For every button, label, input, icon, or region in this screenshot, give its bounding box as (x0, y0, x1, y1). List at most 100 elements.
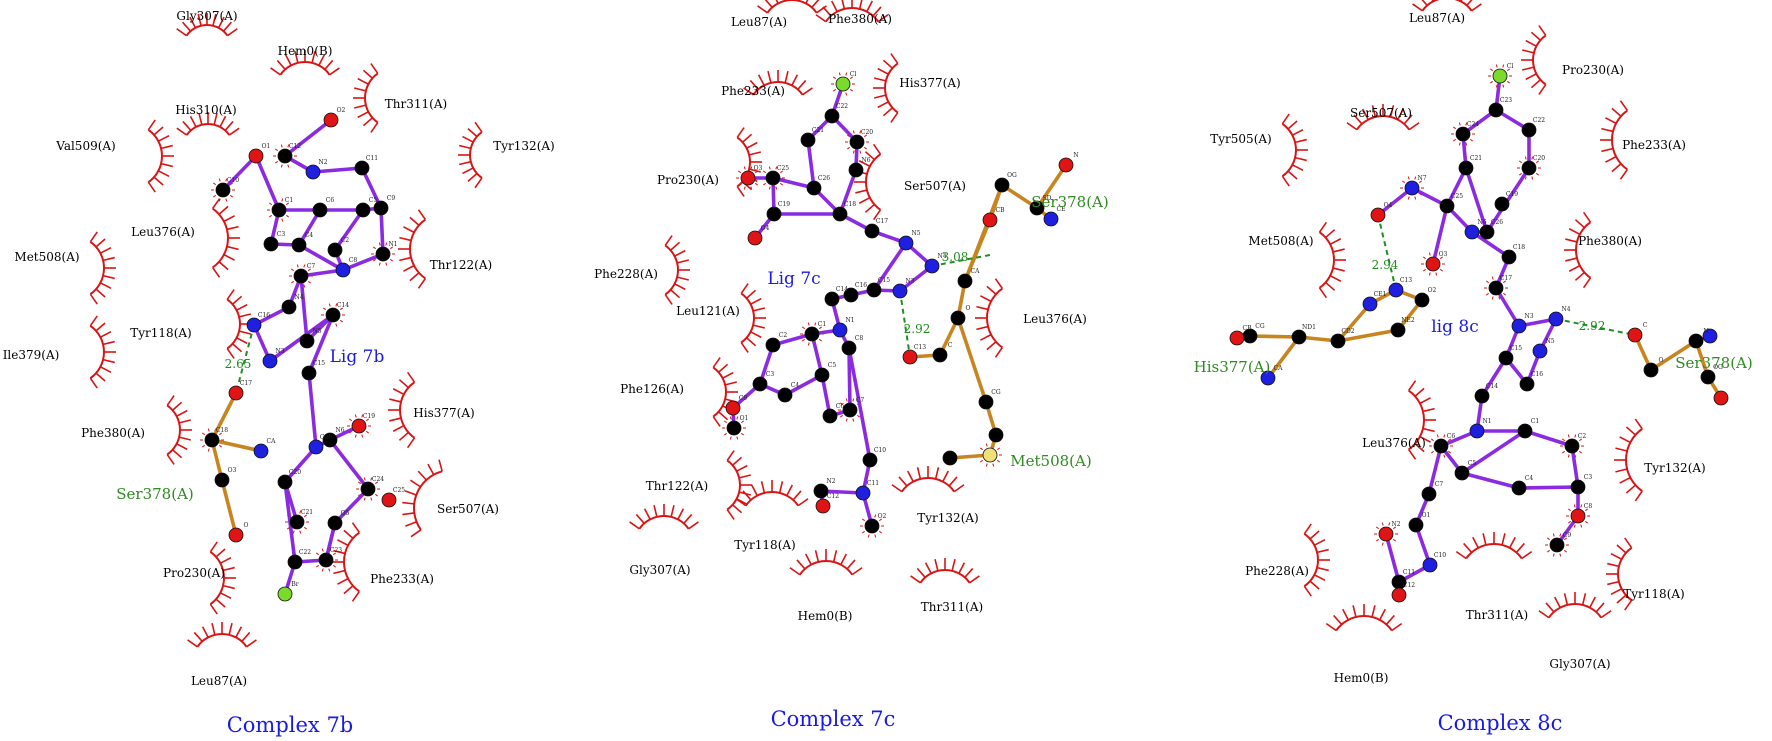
hydrophobic-arc-spoke (276, 59, 286, 70)
lig7c-atom-oxygen (902, 349, 918, 365)
contact-burst-spoke (280, 164, 283, 168)
hydrophobic-arc-spoke (670, 505, 675, 518)
atom-label: C5 (1468, 460, 1477, 467)
lig8c-bond (1517, 485, 1580, 490)
contact-burst-spoke (996, 447, 1001, 451)
contact-burst-7b (347, 414, 371, 438)
atom-label: C4 (305, 232, 314, 239)
contact-burst-spoke (1392, 526, 1397, 530)
hydrophobic-arc-spoke (176, 443, 188, 451)
contact-burst-spoke (292, 530, 295, 534)
hydrophobic-arc-spoke (351, 522, 361, 533)
contact-burst-spoke (1443, 454, 1446, 458)
hydrophobic-arc-spoke (227, 28, 238, 37)
hbond-distance-8c-1: 2.94 (1372, 258, 1399, 272)
contact-burst-spoke (357, 481, 362, 485)
contact-burst-spoke (736, 436, 739, 440)
hydrophobic-arc-spoke (333, 549, 346, 555)
atom-label: ND1 (1302, 324, 1316, 331)
hydrophobic-arc-spoke (1600, 610, 1612, 619)
hydrophobic-arc-spoke (1303, 523, 1312, 535)
contact-burst-spoke (1447, 450, 1452, 454)
contact-burst-spoke (372, 258, 377, 262)
contact-burst-spoke (845, 72, 848, 76)
hydrophobic-arc-spoke (683, 513, 693, 524)
residue-label-thr311-a-7c: Thr311(A) (921, 600, 983, 614)
contact-burst-7c (722, 416, 746, 440)
contact-burst-spoke (863, 134, 868, 138)
hbond-residue-ser378-a-8c: Ser378(A) (1675, 354, 1753, 372)
contact-burst-spoke (212, 194, 217, 198)
hydrophobic-arc-spoke (89, 293, 98, 305)
atom-label: C8 (855, 335, 864, 342)
hydrophobic-arc-spoke (1303, 585, 1312, 597)
hydrophobic-arc-7b (226, 289, 252, 359)
hydrophobic-arc-spoke (1407, 449, 1417, 460)
contact-burst-spoke (1531, 156, 1534, 160)
contact-burst-spoke (832, 88, 837, 92)
hydrophobic-arc-spoke (392, 388, 405, 396)
hydrophobic-arc-spoke (1460, 0, 1463, 2)
contact-burst-spoke (1561, 450, 1566, 454)
hydrophobic-arc-7b (176, 13, 238, 37)
lig8c-atom-carbon (1501, 249, 1517, 265)
hydrophobic-arc-spoke (1397, 108, 1405, 120)
hydrophobic-arc-spoke (223, 215, 235, 223)
atom-label: C14 (1486, 383, 1498, 390)
contact-burst-spoke (1401, 180, 1406, 184)
hydrophobic-arc-curve (209, 550, 225, 606)
hydrophobic-arc-spoke (1568, 228, 1581, 236)
hydrophobic-arc-curve (185, 123, 231, 136)
atom-label: C3 (1584, 474, 1593, 481)
contact-burst-spoke (852, 150, 855, 154)
atom-label: N1 (845, 317, 854, 324)
hydrophobic-arc-8c (1303, 523, 1330, 597)
lig7c-atom-carbon (832, 206, 848, 222)
lig7b-atom-oxygen (228, 385, 244, 401)
lig8c-bond (1460, 429, 1527, 475)
hydrophobic-arc-spoke (223, 253, 235, 261)
hydrophobic-arc-spoke (211, 198, 221, 209)
hydrophobic-arc-spoke (95, 238, 106, 248)
contact-burst-spoke (1584, 520, 1589, 524)
lig7c-atom-carbon (988, 427, 1004, 443)
hydrophobic-arc-spoke (95, 372, 106, 382)
hydrophobic-arc-spoke (1563, 593, 1569, 606)
contact-burst-spoke (874, 534, 877, 538)
hydrophobic-arc-spoke (1508, 536, 1516, 549)
hydrophobic-arc-spoke (1538, 25, 1547, 36)
lig7c-bond (956, 316, 988, 404)
lig7c-atom-carbon (862, 452, 878, 468)
lig7c-atom-carbon (864, 223, 880, 239)
contact-burst-spoke (1414, 196, 1417, 200)
residue-label-phe126-a-7c: Phe126(A) (620, 382, 684, 396)
hydrophobic-arc-spoke (1582, 277, 1592, 289)
contact-burst-spoke (1422, 256, 1427, 260)
hydrophobic-arc-curve (798, 560, 854, 576)
lig8c-atom-carbon (1564, 438, 1580, 454)
hydrophobic-arc-spoke (220, 592, 232, 600)
hydrophobic-arc-spoke (1309, 580, 1320, 590)
lig8c-atom-nitrogen (1362, 296, 1378, 312)
contact-burst-spoke (335, 323, 338, 327)
contact-burst-spoke (1580, 504, 1583, 508)
contact-burst-spoke (754, 182, 759, 186)
panel-complex-7b: Complex 7b Lig 7b Gly307(A) Hem0(B) His3… (3, 9, 555, 737)
contact-burst-spoke (852, 398, 855, 402)
hydrophobic-arc-spoke (409, 479, 421, 488)
lig7c-atom-carbon (942, 450, 958, 466)
hydrophobic-arc-8c (1538, 592, 1612, 619)
contact-burst-spoke (1578, 438, 1583, 442)
hydrophobic-arc-spoke (226, 348, 235, 359)
hydrophobic-arc-spoke (1538, 84, 1547, 95)
lig8c-atom-oxygen (1378, 526, 1394, 542)
lig7c-atom-carbon (824, 108, 840, 124)
contact-burst-7b (356, 477, 380, 501)
lig8c-bond (1336, 328, 1400, 343)
hydrophobic-arc-spoke (1482, 533, 1487, 546)
hydrophobic-arc-spoke (1521, 550, 1533, 560)
hydrophobic-arc-spoke (102, 340, 115, 346)
hydrophobic-arc-spoke (238, 330, 251, 335)
hydrophobic-arc-8c (1412, 0, 1482, 12)
hydrophobic-arc-spoke (1316, 566, 1329, 572)
